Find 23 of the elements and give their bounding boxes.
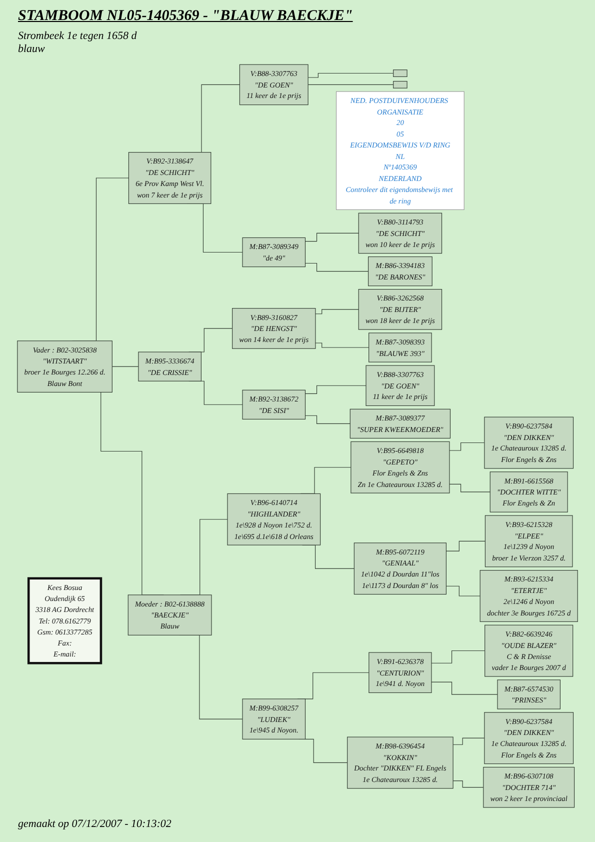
node-box [393, 70, 408, 77]
connector [308, 84, 394, 85]
connector [315, 309, 359, 314]
connector [446, 540, 486, 552]
subtitle-note: Strombeek 1e tegen 1658 d [18, 30, 137, 43]
connector [315, 342, 370, 348]
connector [112, 366, 139, 367]
connector [431, 650, 486, 664]
connector [431, 682, 498, 695]
title: STAMBOOM NL05-1405369 - "BLAUW BAECKJE" [18, 8, 353, 25]
connector [304, 415, 350, 424]
connector [308, 72, 394, 78]
creation-date-note: gemaakt op 07/12/2007 - 10:13:02 [18, 818, 172, 830]
connector [449, 484, 490, 492]
connector [446, 586, 480, 596]
connector [304, 262, 369, 272]
connector [304, 385, 366, 394]
connector [304, 232, 359, 242]
subtitle-note: blauw [18, 43, 46, 56]
node-box [393, 80, 408, 88]
connector [452, 780, 484, 788]
connector [449, 442, 485, 451]
connector [452, 738, 485, 745]
